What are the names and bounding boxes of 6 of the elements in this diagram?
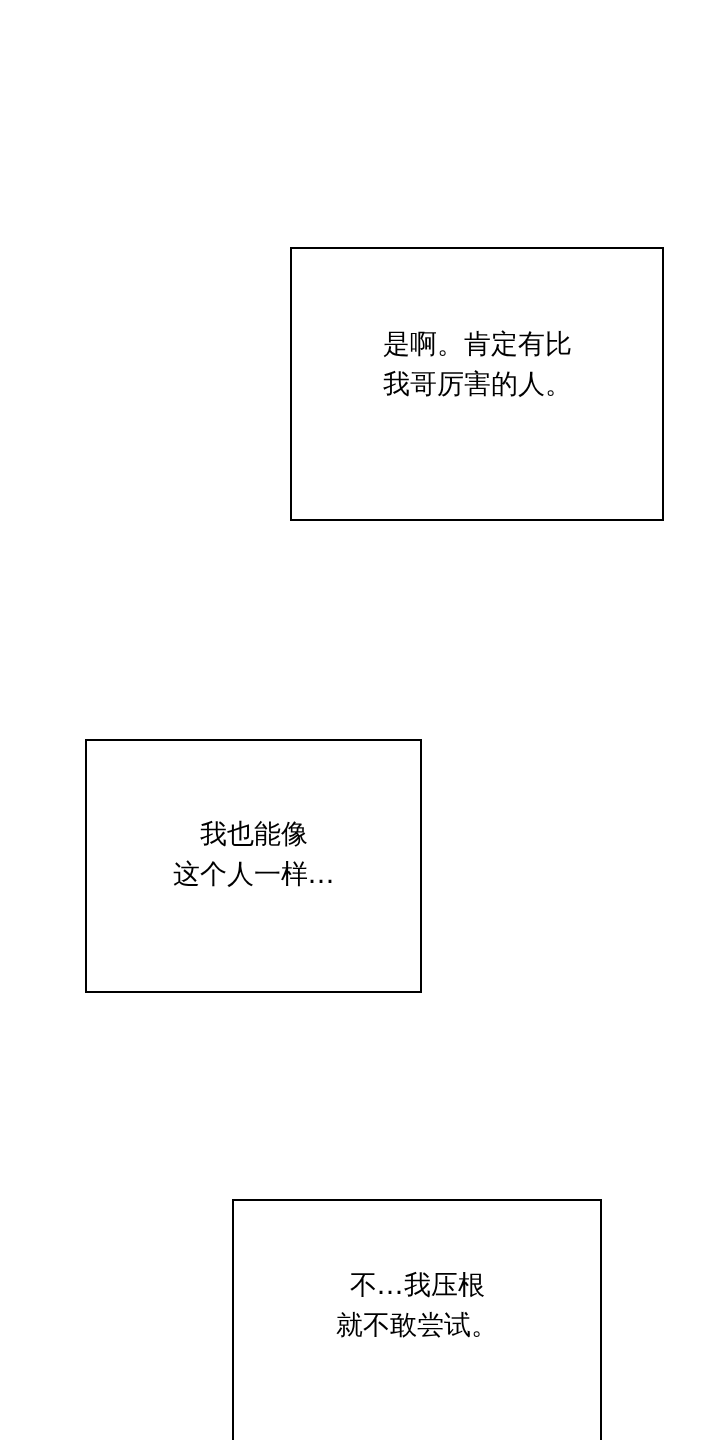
caption-box bbox=[85, 739, 422, 993]
caption-box bbox=[232, 1199, 602, 1440]
caption-text: 不…我压根就不敢尝试。 bbox=[336, 1268, 498, 1342]
caption-text: 我也能像这个人一样… bbox=[172, 817, 335, 891]
caption-box bbox=[290, 247, 664, 521]
caption-text: 是啊。肯定有比我哥厉害的人。 bbox=[382, 327, 572, 401]
